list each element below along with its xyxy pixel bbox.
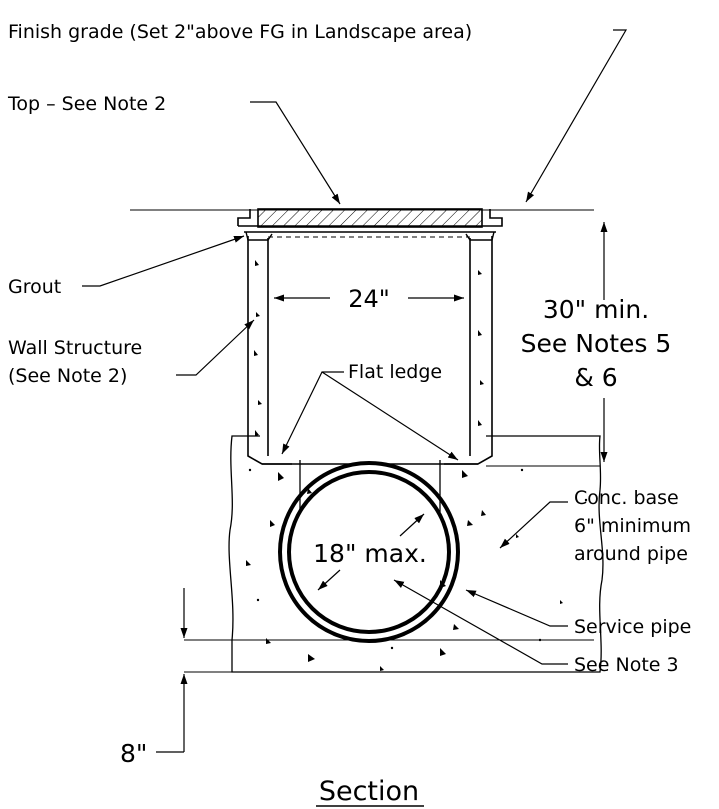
width-dimension-label: 24" xyxy=(348,285,390,313)
top-label: Top – See Note 2 xyxy=(7,93,166,115)
box-wall-left xyxy=(247,236,292,465)
finish-grade-label: Finish grade (Set 2"above FG in Landscap… xyxy=(8,21,472,43)
conc-base-label-2: 6" minimum xyxy=(574,515,691,537)
depth-notes-label: See Notes 5 xyxy=(521,329,672,358)
concrete-base xyxy=(228,435,604,673)
service-pipe-inner xyxy=(287,470,451,634)
note-3-label: See Note 3 xyxy=(574,654,679,676)
depth-notes-label-2: & 6 xyxy=(574,363,617,392)
flat-ledge-label: Flat ledge xyxy=(348,361,442,383)
wall-structure-note: (See Note 2) xyxy=(8,365,127,387)
conc-base-label: Conc. base xyxy=(574,487,679,509)
box-lid xyxy=(257,208,483,228)
section-title: Section xyxy=(319,776,419,807)
wall-structure-label: Wall Structure xyxy=(8,337,142,359)
wall-speckles xyxy=(254,260,484,436)
service-pipe-label: Service pipe xyxy=(574,616,691,638)
bottom-dimension-label: 8" xyxy=(120,739,147,768)
box-wall-right xyxy=(444,236,493,465)
pipe-size-label: 18" max. xyxy=(313,539,427,568)
service-pipe-outer xyxy=(278,461,460,643)
conc-base-label-3: around pipe xyxy=(574,543,688,565)
depth-dimension-label: 30" min. xyxy=(543,295,649,324)
grout-label: Grout xyxy=(8,276,61,298)
